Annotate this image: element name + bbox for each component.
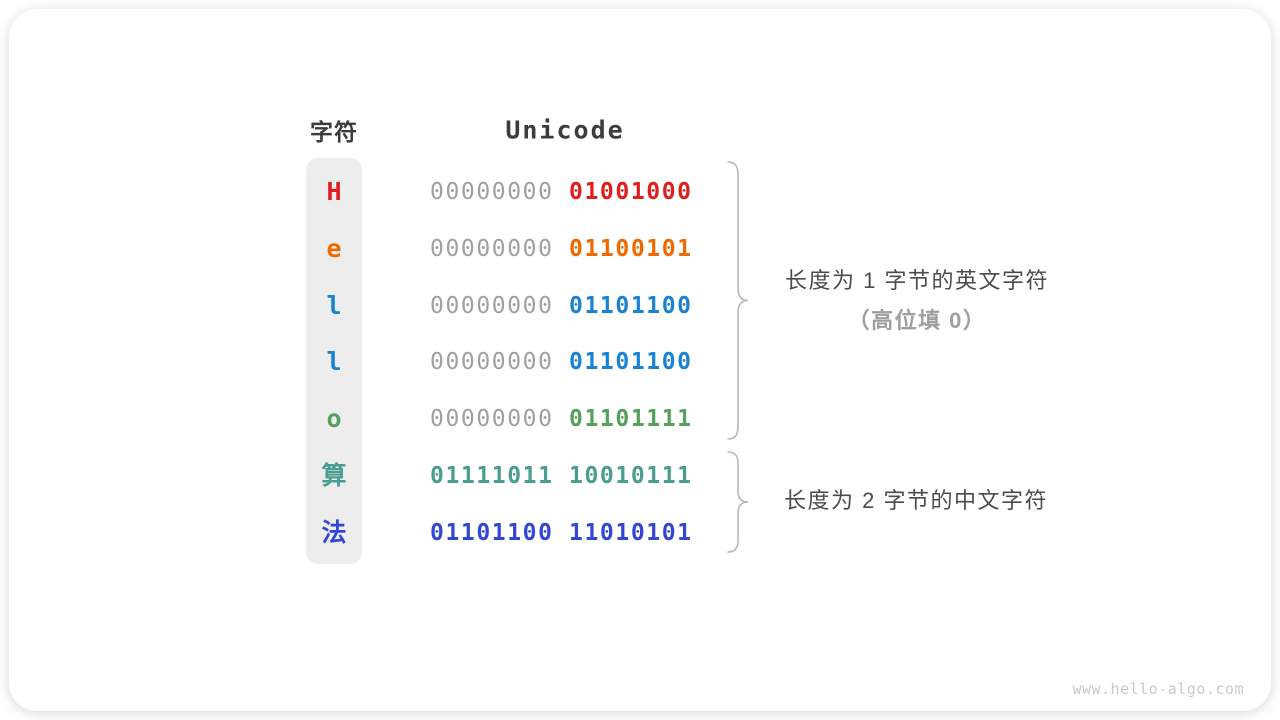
table-row: H 00000000 01001000 xyxy=(0,174,1280,210)
unicode-binary: 00000000 01100101 xyxy=(430,231,693,267)
character-cell: o xyxy=(326,404,342,434)
unicode-binary: 00000000 01101100 xyxy=(430,288,693,324)
padding-byte: 00000000 xyxy=(430,292,554,319)
character-cell: l xyxy=(326,290,342,320)
unicode-binary: 00000000 01101100 xyxy=(430,344,693,380)
code-byte: 10010111 xyxy=(569,463,693,490)
annotation-english-chars: 长度为 1 字节的英文字符 （高位填 0） xyxy=(785,266,1049,335)
character-cell: H xyxy=(326,177,342,206)
table-row: o 00000000 01101111 xyxy=(0,401,1280,437)
code-byte: 01101100 xyxy=(569,349,693,376)
watermark-url: www.hello-algo.com xyxy=(1072,680,1244,698)
code-byte: 01100101 xyxy=(569,235,693,262)
character-cell: 法 xyxy=(321,517,347,547)
code-byte: 01001000 xyxy=(569,179,693,205)
character-cell: l xyxy=(326,347,342,377)
brace-english-group xyxy=(727,161,749,440)
annotation-chinese-line1: 长度为 2 字节的中文字符 xyxy=(784,488,1048,513)
annotation-english-line2: （高位填 0） xyxy=(847,308,987,333)
table-row: 算 01111011 10010111 xyxy=(0,458,1280,494)
table-row: l 00000000 01101100 xyxy=(0,288,1280,324)
table-row: 法 01101100 11010101 xyxy=(0,515,1280,551)
character-cell: 算 xyxy=(321,461,347,491)
table-row: e 00000000 01100101 xyxy=(0,231,1280,267)
padding-byte: 00000000 xyxy=(430,349,554,376)
column-header-character: 字符 xyxy=(310,119,358,145)
unicode-binary: 00000000 01101111 xyxy=(430,401,693,437)
unicode-binary: 01111011 10010111 xyxy=(430,458,693,494)
column-header-unicode: Unicode xyxy=(505,115,625,145)
unicode-binary: 01101100 11010101 xyxy=(430,515,693,551)
unicode-binary: 00000000 01001000 xyxy=(430,174,693,210)
padding-byte: 00000000 xyxy=(430,179,554,205)
code-byte: 01111011 xyxy=(430,463,554,490)
character-cell: e xyxy=(326,233,342,263)
annotation-chinese-chars: 长度为 2 字节的中文字符 xyxy=(784,486,1048,515)
code-byte: 01101100 xyxy=(569,292,693,319)
brace-chinese-group xyxy=(727,451,749,553)
diagram-card xyxy=(9,9,1271,711)
code-byte: 11010101 xyxy=(569,519,693,546)
padding-byte: 00000000 xyxy=(430,235,554,262)
annotation-english-line1: 长度为 1 字节的英文字符 xyxy=(785,268,1049,293)
character-column-background xyxy=(306,158,362,564)
code-byte: 01101100 xyxy=(430,519,554,546)
code-byte: 01101111 xyxy=(569,406,693,433)
padding-byte: 00000000 xyxy=(430,406,554,433)
table-row: l 00000000 01101100 xyxy=(0,344,1280,380)
